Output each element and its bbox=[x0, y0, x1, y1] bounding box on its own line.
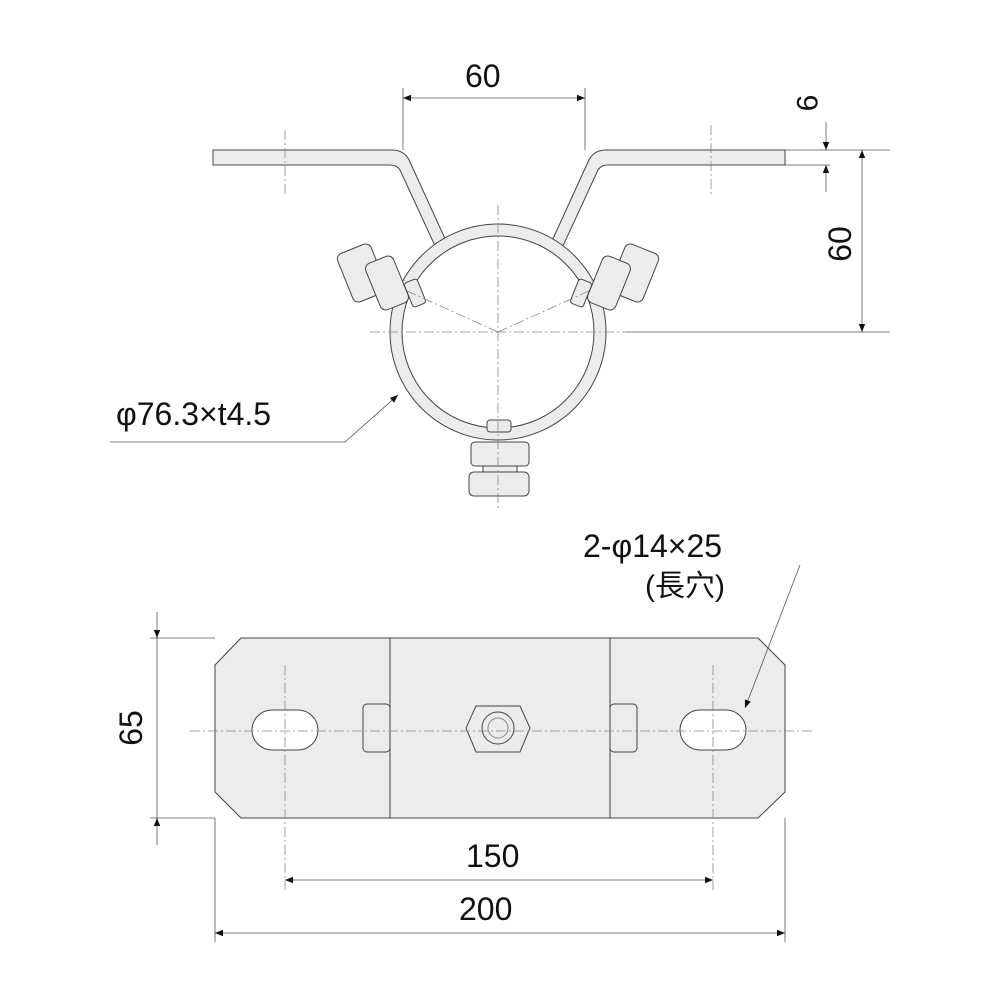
pipe-spec-label: φ76.3×t4.5 bbox=[116, 396, 272, 432]
slot-note-label: (長穴) bbox=[645, 570, 725, 603]
plan-view bbox=[214, 637, 786, 819]
side-nut-right bbox=[609, 703, 638, 753]
dimension-lines-plan bbox=[150, 564, 801, 942]
dim-top-span: 60 bbox=[465, 58, 501, 94]
dim-plate-length: 200 bbox=[459, 891, 513, 927]
dimension-lines-front bbox=[110, 88, 890, 443]
front-view bbox=[212, 149, 786, 497]
dim-plate-thickness: 6 bbox=[791, 94, 825, 112]
center-lines-front bbox=[284, 125, 712, 510]
right-bracket bbox=[550, 149, 786, 249]
right-bolt-nuts bbox=[570, 243, 660, 311]
left-bracket bbox=[212, 149, 448, 249]
dim-hole-pitch: 150 bbox=[466, 838, 520, 874]
slot-spec-label: 2-φ14×25 bbox=[583, 528, 723, 564]
bottom-bolt-nuts bbox=[468, 419, 530, 497]
center-lines-plan bbox=[190, 665, 815, 890]
dim-plate-width: 65 bbox=[112, 710, 149, 746]
side-nut-left bbox=[362, 703, 391, 753]
left-bolt-nuts bbox=[336, 243, 426, 311]
dim-flange-height: 60 bbox=[821, 226, 858, 262]
